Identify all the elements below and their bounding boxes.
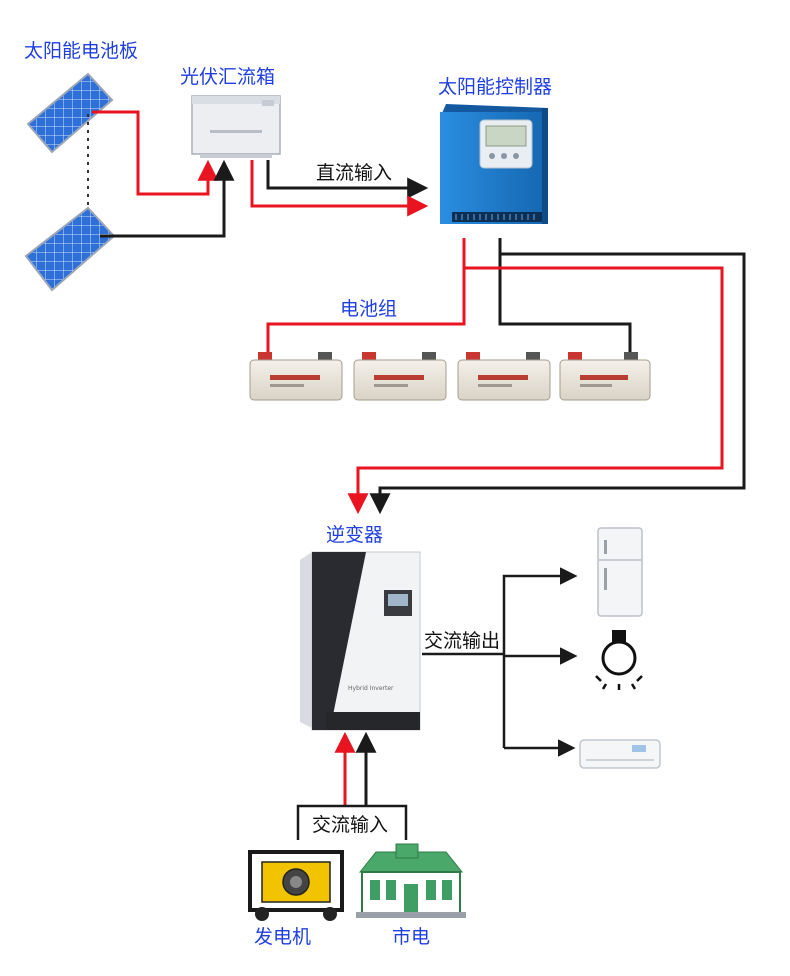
label-generator: 发电机	[254, 926, 312, 948]
controller-button-1	[489, 153, 495, 159]
refrigerator	[597, 527, 643, 617]
grid-house	[356, 843, 466, 918]
battery-3	[457, 352, 551, 401]
label-inverter: 逆变器	[326, 524, 384, 546]
label-grid: 市电	[392, 926, 431, 948]
label-controller: 太阳能控制器	[438, 76, 553, 98]
inverter-caption: Hybrid Inverter	[348, 685, 394, 692]
generator	[248, 850, 344, 921]
label-dc-input: 直流输入	[316, 162, 393, 184]
wire-panel-positive	[92, 110, 219, 196]
wire-ac-input-bus	[296, 804, 408, 840]
battery-4	[559, 352, 651, 401]
hybrid-inverter: Hybrid Inverter	[300, 551, 421, 731]
solar-panel-bottom	[24, 206, 116, 292]
wire-load-negative	[369, 252, 746, 515]
combiner-box	[191, 95, 281, 158]
wire-dc-positive	[250, 160, 429, 217]
controller-button-3	[513, 153, 519, 159]
wire-battery-positive	[266, 238, 466, 352]
solar-controller	[440, 104, 548, 224]
label-solar-panels: 太阳能电池板	[24, 40, 139, 62]
label-ac-input: 交流输入	[312, 814, 389, 836]
air-conditioner	[579, 739, 661, 769]
label-ac-output: 交流输出	[424, 630, 501, 652]
solar-panel-top	[26, 72, 114, 154]
label-combiner-box: 光伏汇流箱	[180, 66, 276, 88]
wire-load-positive	[347, 266, 724, 515]
wire-dc-negative	[266, 160, 429, 199]
controller-button-2	[501, 153, 507, 159]
wire-ac-output-fridge	[502, 567, 578, 748]
light-bulb	[595, 630, 643, 690]
wire-panel-negative	[100, 159, 235, 238]
wire-battery-negative	[498, 238, 632, 352]
battery-1	[249, 352, 343, 401]
battery-2	[353, 352, 447, 401]
label-battery-bank: 电池组	[340, 298, 398, 320]
